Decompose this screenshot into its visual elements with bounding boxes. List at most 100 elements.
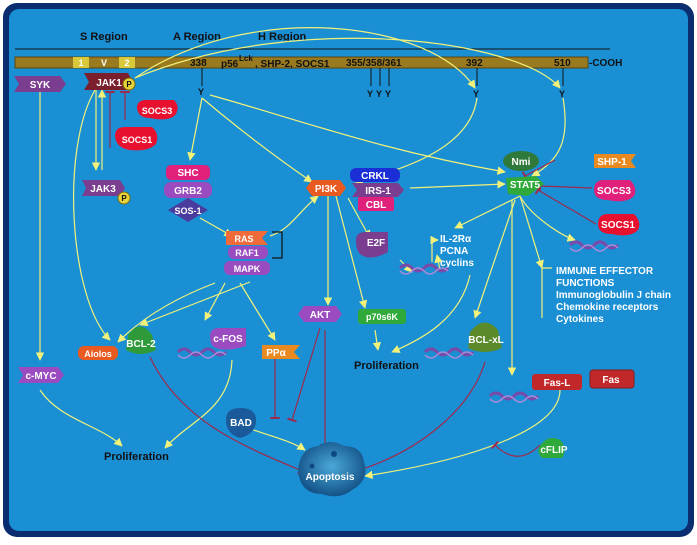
diagram-background xyxy=(9,9,688,531)
cflip-label: cFLIP xyxy=(540,445,568,456)
grb2-node[interactable]: GRB2 xyxy=(164,182,212,198)
socs1-left-label: SOCS1 xyxy=(122,135,153,145)
cflip-node[interactable]: cFLIP xyxy=(538,438,568,458)
jak3-phospho: P xyxy=(121,194,127,203)
jak3-label: JAK3 xyxy=(90,184,116,195)
apoptosis-label: Apoptosis xyxy=(306,472,355,483)
il2r-beta-chain: 1 V 2 xyxy=(14,56,589,69)
bad-node[interactable]: BAD xyxy=(226,408,256,438)
immune-effector-line4: Chemokine receptors xyxy=(556,302,659,313)
s-region-label: S Region xyxy=(80,31,128,43)
tyr-355: Y xyxy=(367,89,373,99)
shp1-node[interactable]: SHP-1 xyxy=(594,154,636,168)
jak1-phospho: P xyxy=(126,80,132,89)
pcna-gene: PCNA xyxy=(440,246,468,257)
e2f-node[interactable]: E2F xyxy=(356,232,388,258)
box2-label: 2 xyxy=(124,58,129,68)
tyr-361: Y xyxy=(385,89,391,99)
bcl2-node[interactable]: BCL-2 xyxy=(126,326,156,355)
crkl-node[interactable]: CRKL xyxy=(350,168,400,182)
tyr-358: Y xyxy=(376,89,382,99)
tyr-338: Y xyxy=(198,87,204,97)
grb2-label: GRB2 xyxy=(174,186,202,197)
res-392: 392 xyxy=(466,58,483,69)
shc-node[interactable]: SHC xyxy=(166,165,210,180)
socs1-node-right[interactable]: SOCS1 xyxy=(598,214,640,236)
p70s6k-label: p70s6K xyxy=(366,312,399,322)
mapk-label: MAPK xyxy=(234,264,261,274)
akt-label: AKT xyxy=(310,310,331,321)
cbl-node[interactable]: CBL xyxy=(358,197,394,211)
fasl-label: Fas-L xyxy=(544,378,571,389)
proliferation-left: Proliferation xyxy=(104,451,169,463)
crkl-label: CRKL xyxy=(361,171,389,182)
tyr-392: Y xyxy=(473,89,479,99)
proliferation-middle: Proliferation xyxy=(354,360,419,372)
fasl-node[interactable]: Fas-L xyxy=(532,374,582,390)
bclxl-label: BCL-xL xyxy=(468,335,504,346)
ras-node[interactable]: RAS xyxy=(226,231,268,245)
cbl-label: CBL xyxy=(366,200,387,211)
cfos-label: c-FOS xyxy=(213,334,243,345)
pi3k-node[interactable]: PI3K xyxy=(306,180,346,196)
receptor-binders: , SHP-2, SOCS1 xyxy=(255,59,330,70)
immune-effector-line5: Cytokines xyxy=(556,314,604,325)
stat5-label: STAT5 xyxy=(510,180,541,191)
e2f-label: E2F xyxy=(367,238,385,249)
raf1-node[interactable]: RAF1 xyxy=(228,246,268,259)
lck-label: p56 xyxy=(221,59,239,70)
cmyc-label: c-MYC xyxy=(25,371,56,382)
jak1-label: JAK1 xyxy=(96,78,122,89)
tyr-510: Y xyxy=(559,89,565,99)
bad-label: BAD xyxy=(230,418,252,429)
apoptosis-node[interactable]: Apoptosis xyxy=(298,442,366,497)
mapk-node[interactable]: MAPK xyxy=(224,261,270,275)
fas-label: Fas xyxy=(602,375,620,386)
aiolos-label: Aiolos xyxy=(84,349,112,359)
cmyc-node[interactable]: c-MYC xyxy=(18,367,64,383)
res-510: 510 xyxy=(554,58,571,69)
ras-label: RAS xyxy=(234,234,253,244)
boxv-label: V xyxy=(101,58,107,68)
p70s6k-node[interactable]: p70s6K xyxy=(358,309,406,324)
aiolos-node[interactable]: Aiolos xyxy=(78,346,118,360)
a-region-label: A Region xyxy=(173,31,221,43)
activation-arrows xyxy=(35,27,576,480)
cyclins-gene: cyclins xyxy=(440,258,474,269)
sos1-label: SOS-1 xyxy=(174,206,201,216)
socs3-node-left[interactable]: SOCS3 xyxy=(137,100,178,120)
bclxl-node[interactable]: BCL-xL xyxy=(468,322,504,352)
irs1-node[interactable]: IRS-1 xyxy=(352,183,404,197)
akt-node[interactable]: AKT xyxy=(298,306,342,322)
inhibition-lines xyxy=(105,91,597,475)
jak3-node[interactable]: JAK3 P xyxy=(82,180,131,205)
res-355: 355/358/361 xyxy=(346,58,402,69)
socs1-node-left[interactable]: SOCS1 xyxy=(115,127,158,151)
bcl2-label: BCL-2 xyxy=(126,339,156,350)
stat5-node[interactable]: STAT5 xyxy=(506,176,544,196)
ppa-node[interactable]: PPα xyxy=(262,345,300,359)
il2ra-gene: IL-2Rα xyxy=(440,234,472,245)
immune-effector-line3: Immunoglobulin J chain xyxy=(556,290,671,301)
syk-label: SYK xyxy=(30,80,51,91)
cfos-node[interactable]: c-FOS xyxy=(210,328,246,350)
dna-strands xyxy=(176,240,620,401)
raf1-label: RAF1 xyxy=(235,248,259,258)
fas-node[interactable]: Fas xyxy=(589,369,635,389)
nmi-node[interactable]: Nmi xyxy=(503,151,539,171)
shp1-label: SHP-1 xyxy=(597,157,627,168)
shc-label: SHC xyxy=(177,168,198,179)
pi3k-label: PI3K xyxy=(315,184,338,195)
socs1-right-label: SOCS1 xyxy=(601,220,635,231)
jak1-node[interactable]: JAK1 P xyxy=(84,73,136,91)
cooh-label: -COOH xyxy=(589,58,622,69)
syk-node[interactable]: SYK xyxy=(14,76,66,92)
h-region-label: H Region xyxy=(258,31,307,43)
sos1-node[interactable]: SOS-1 xyxy=(168,198,208,222)
lck-superscript: Lck xyxy=(239,54,253,63)
socs3-node-right[interactable]: SOCS3 xyxy=(594,180,636,202)
nmi-label: Nmi xyxy=(512,157,531,168)
socs3-right-label: SOCS3 xyxy=(597,186,631,197)
